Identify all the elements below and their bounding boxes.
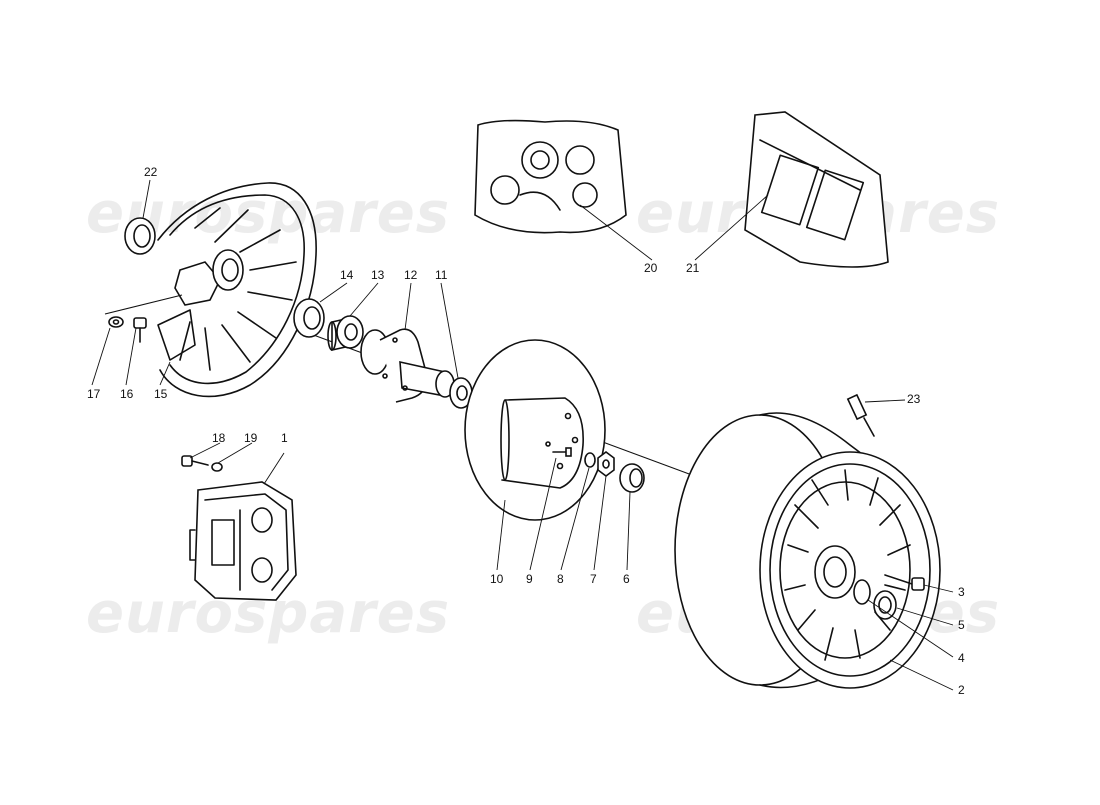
part-label-18: 18 — [212, 431, 226, 445]
part-oil-seal — [293, 298, 325, 338]
part-number-labels: 22 17 16 15 14 13 12 11 10 9 8 7 6 18 19… — [87, 165, 965, 697]
part-label-4: 4 — [958, 651, 965, 665]
part-label-12: 12 — [404, 268, 418, 282]
part-centre-cap — [873, 590, 897, 620]
part-brake-backplate — [157, 182, 317, 398]
part-wheel-bolt — [884, 574, 925, 591]
part-wheel-stud — [552, 447, 572, 457]
part-label-22: 22 — [144, 165, 158, 179]
part-label-13: 13 — [371, 268, 385, 282]
part-label-16: 16 — [120, 387, 134, 401]
part-caliper-bolt — [181, 455, 209, 467]
part-centre-badge — [853, 579, 871, 605]
part-bearing — [327, 315, 364, 351]
part-label-21: 21 — [686, 261, 700, 275]
part-label-14: 14 — [340, 268, 354, 282]
part-nut-7 — [597, 451, 615, 477]
part-bearing-kit-bag — [474, 119, 627, 234]
part-label-20: 20 — [644, 261, 658, 275]
part-seal-ring — [124, 217, 156, 255]
part-bolt-16 — [133, 317, 147, 343]
part-hub-cap — [619, 463, 645, 493]
part-label-10: 10 — [490, 572, 504, 586]
part-label-2: 2 — [958, 683, 965, 697]
part-label-7: 7 — [590, 572, 597, 586]
part-caliper-washer — [211, 462, 223, 472]
part-washer-8 — [584, 452, 596, 468]
part-brake-pad-bag — [744, 111, 889, 268]
part-label-6: 6 — [623, 572, 630, 586]
part-label-3: 3 — [958, 585, 965, 599]
part-tyre-valve — [846, 393, 875, 437]
part-wheel-hub — [360, 328, 455, 403]
part-washer-17 — [108, 316, 124, 328]
part-label-23: 23 — [907, 392, 921, 406]
part-label-1: 1 — [281, 431, 288, 445]
leader-lines — [91, 179, 954, 691]
backplate-mount-line — [104, 294, 183, 315]
part-brake-disc — [464, 339, 606, 521]
part-label-8: 8 — [557, 572, 564, 586]
part-brake-caliper — [189, 481, 297, 601]
part-label-5: 5 — [958, 618, 965, 632]
part-label-19: 19 — [244, 431, 258, 445]
part-label-15: 15 — [154, 387, 168, 401]
part-label-11: 11 — [435, 268, 448, 282]
part-wheel-rim — [674, 412, 941, 689]
part-label-17: 17 — [87, 387, 101, 401]
part-label-9: 9 — [526, 572, 533, 586]
